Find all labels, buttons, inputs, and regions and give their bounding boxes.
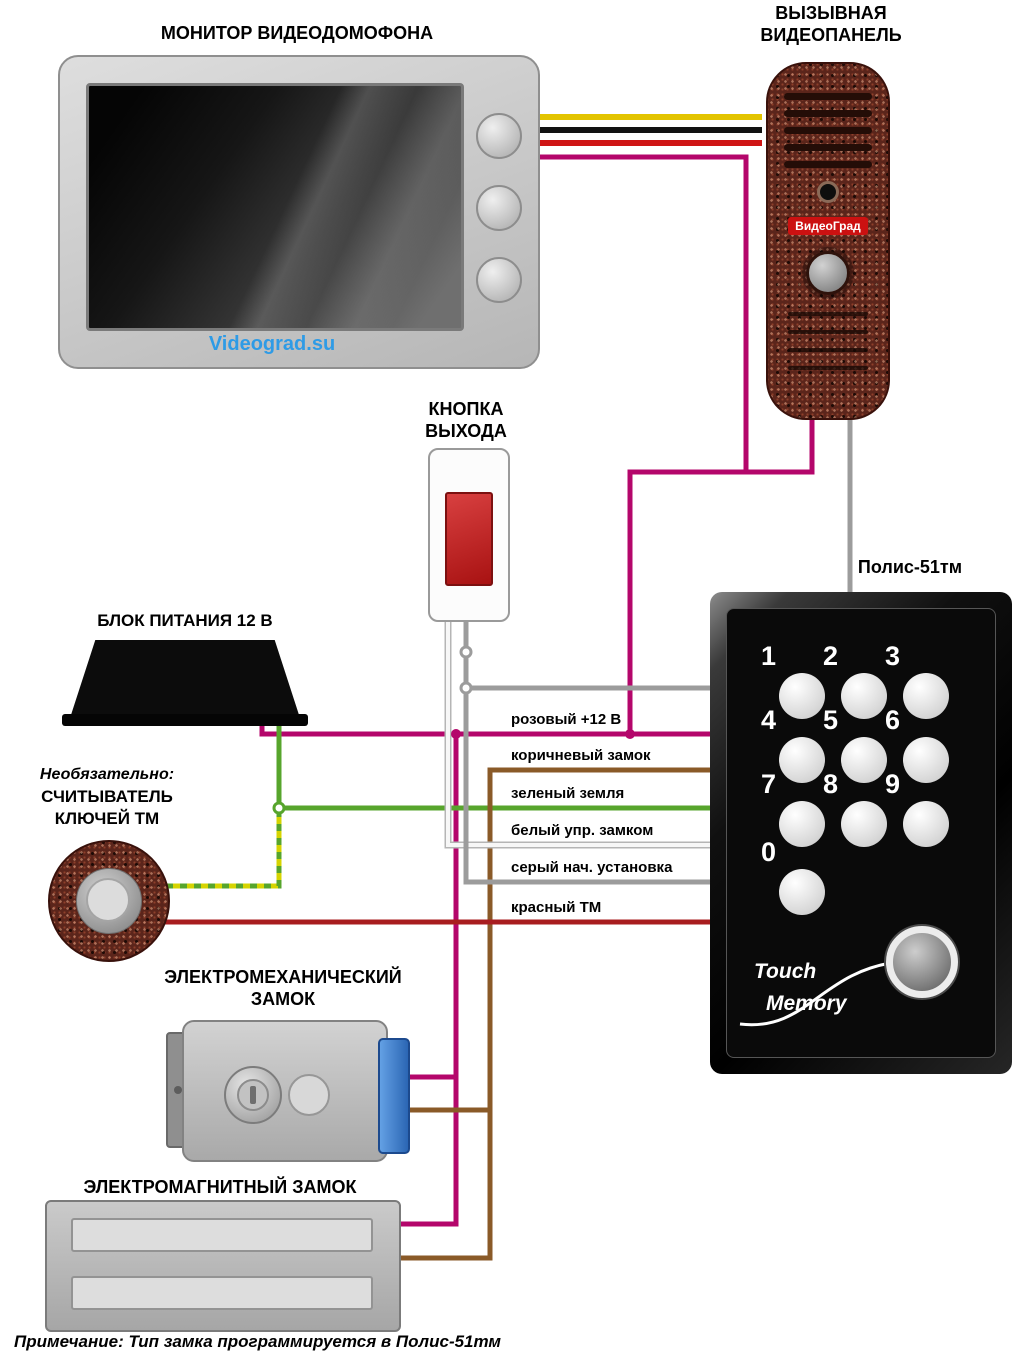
junction-green <box>272 801 286 815</box>
monitor-screen <box>86 83 464 331</box>
exit-button-title-line1: КНОПКА <box>428 399 504 419</box>
speaker-slat <box>784 127 872 134</box>
keypad-key-7: 7 <box>761 769 825 847</box>
connector-gray-2 <box>459 681 473 695</box>
wire-pink-12v <box>259 720 712 737</box>
memory-label: Memory <box>766 992 847 1015</box>
junction-magenta-1 <box>451 729 461 739</box>
wire-gray-main <box>463 612 712 885</box>
monitor-brand: Videograd.su <box>208 333 336 355</box>
keypad-key-1: 1 <box>761 641 825 719</box>
emag-lock-label: ЭЛЕКТРОМАГНИТНЫЙ ЗАМОК <box>83 1177 357 1197</box>
speaker-slat <box>784 93 872 100</box>
tm-reader-center <box>86 878 130 922</box>
key-number: 8 <box>823 769 839 799</box>
monitor-button-1 <box>476 113 522 159</box>
key-number: 6 <box>885 705 901 735</box>
panel-groove <box>788 348 868 352</box>
monitor-title: МОНИТОР ВИДЕОДОМОФОНА <box>160 23 434 43</box>
keypad-key-3: 3 <box>885 641 949 719</box>
keypad-title: Полис-51тм <box>857 557 963 577</box>
panel-title: ВЫЗЫВНАЯ ВИДЕОПАНЕЛЬ <box>726 2 936 46</box>
tm-reader-ring <box>76 868 142 934</box>
screen-glare <box>89 86 461 328</box>
emech-lock-body <box>182 1020 388 1162</box>
key-number: 7 <box>761 769 777 799</box>
lock-cylinder-small <box>288 1074 330 1116</box>
emag-lock-plate-1 <box>71 1218 373 1252</box>
wire-label-brown: коричневый замок <box>506 746 656 766</box>
exit-button-title-line2: ВЫХОДА <box>425 421 507 441</box>
keypad-key-9: 9 <box>885 769 949 847</box>
screw-icon <box>174 1086 182 1094</box>
call-button <box>806 251 850 295</box>
keypad-key-8: 8 <box>823 769 887 847</box>
speaker-slat <box>784 161 872 168</box>
monitor-button-3 <box>476 257 522 303</box>
speaker-slat <box>784 144 872 151</box>
key-number: 0 <box>761 837 777 867</box>
emech-lock-terminal-block <box>378 1038 410 1154</box>
exit-button-red <box>445 492 493 586</box>
wire-magenta-panel <box>627 414 815 736</box>
key-number: 5 <box>823 705 839 735</box>
reader-label-line1: СЧИТЫВАТЕЛЬ <box>41 787 173 806</box>
tm-reader-body <box>48 840 170 962</box>
lock-cylinder-core <box>237 1079 269 1111</box>
panel-badge: ВидеоГрад <box>788 217 868 235</box>
junction-magenta-2 <box>625 729 635 739</box>
reader-label: Необязательно: СЧИТЫВАТЕЛЬ КЛЮЧЕЙ ТМ <box>0 764 214 830</box>
psu-label: БЛОК ПИТАНИЯ 12 В <box>97 611 273 630</box>
key-number: 3 <box>885 641 901 671</box>
wire-label-green: зеленый земля <box>506 784 630 804</box>
panel-groove <box>788 330 868 334</box>
panel-title-line1: ВЫЗЫВНАЯ <box>775 3 887 23</box>
psu-base <box>62 714 308 726</box>
key-number: 9 <box>885 769 901 799</box>
touch-label: Touch <box>754 960 817 983</box>
keypad-key-0: 0 <box>761 837 825 915</box>
exit-button-body <box>428 448 510 622</box>
tm-contact-button <box>886 926 958 998</box>
panel-groove <box>788 312 868 316</box>
reader-label-line2: КЛЮЧЕЙ ТМ <box>54 809 160 828</box>
keypad-key-5: 5 <box>823 705 887 783</box>
key-number: 1 <box>761 641 777 671</box>
wire-reader-green <box>152 806 282 889</box>
wire-label-white: белый упр. замком <box>506 821 659 841</box>
emag-lock-body <box>45 1200 401 1332</box>
wire-label-red-tm: красный ТМ <box>506 898 607 918</box>
keypad-body: 1 2 3 4 5 6 7 8 9 0 Touch Memory <box>710 592 1012 1074</box>
keyhole-slot <box>250 1086 256 1104</box>
wire-magenta-locks <box>380 734 459 1227</box>
lock-cylinder <box>224 1066 282 1124</box>
psu-body <box>70 640 300 718</box>
emech-lock-label-line1: ЭЛЕКТРОМЕХАНИЧЕСКИЙ <box>164 967 402 987</box>
panel-title-line2: ВИДЕОПАНЕЛЬ <box>760 25 902 45</box>
door-panel-body: ВидеоГрад <box>766 62 890 420</box>
wire-white <box>446 612 712 847</box>
keypad-key-4: 4 <box>761 705 825 783</box>
emech-lock-label-line2: ЗАМОК <box>250 989 316 1009</box>
exit-button-title: КНОПКА ВЫХОДА <box>400 398 532 442</box>
keypad-key-2: 2 <box>823 641 887 719</box>
footnote: Примечание: Тип замка программируется в … <box>14 1332 501 1351</box>
wire-label-pink: розовый +12 В <box>506 710 627 730</box>
wire-magenta-monitor <box>533 154 749 472</box>
monitor-button-2 <box>476 185 522 231</box>
reader-optional-label: Необязательно: <box>39 766 175 783</box>
monitor-body: Videograd.su <box>58 55 540 369</box>
emag-lock-plate-2 <box>71 1276 373 1310</box>
keypad-key-6: 6 <box>885 705 949 783</box>
wire-brown <box>380 767 712 1261</box>
panel-groove <box>788 366 868 370</box>
speaker-slat <box>784 110 872 117</box>
emech-lock-label: ЭЛЕКТРОМЕХАНИЧЕСКИЙ ЗАМОК <box>138 966 428 1010</box>
camera-lens-icon <box>817 181 839 203</box>
key-number: 4 <box>761 705 777 735</box>
key-number: 2 <box>823 641 839 671</box>
wire-label-gray: серый нач. установка <box>506 858 678 878</box>
connector-gray-1 <box>459 645 473 659</box>
